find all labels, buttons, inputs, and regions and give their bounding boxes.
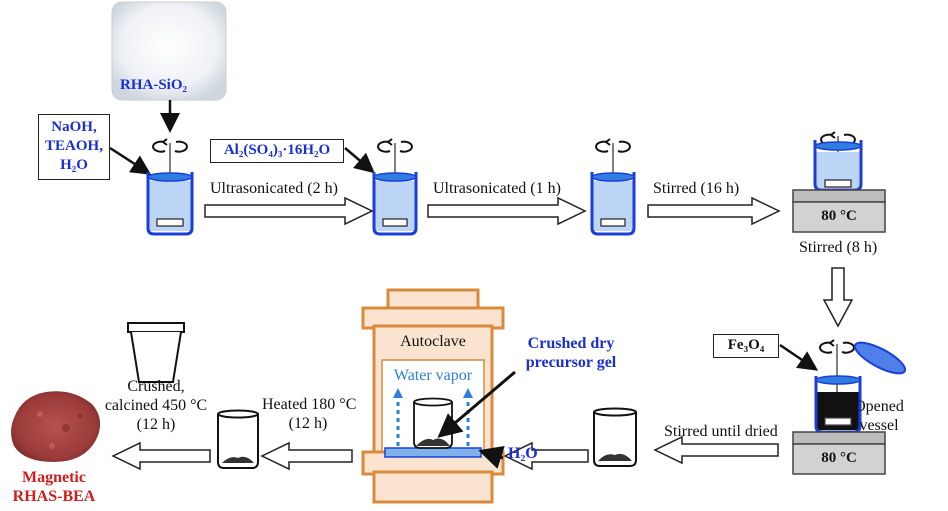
step-stirred-16h: Stirred (16 h) [653, 180, 740, 197]
magnetite-label: Fe₃O₄ [727, 337, 765, 353]
opened-vessel-label: Opened vessel [844, 397, 914, 435]
alumina-arrow [344, 147, 375, 174]
crushed-gel-label: Crushed dry precursor gel [508, 334, 634, 372]
crucible [127, 322, 185, 383]
naoh-label: NaOH, [51, 119, 97, 135]
flow-arrow-2 [427, 196, 587, 226]
heated-label: Heated 180 °C (12 h) [262, 395, 357, 433]
step-ultrasonicated-2h: Ultrasonicated (2 h) [210, 180, 338, 197]
flow-arrow-7 [260, 441, 353, 471]
step-stirred-until-dried: Stirred until dried [664, 423, 778, 440]
flow-arrow-5 [653, 435, 779, 465]
vessel-lid [853, 341, 907, 375]
base-reagent-box: NaOH, TEAOH, H₂O [38, 114, 110, 180]
crushed-gel-line-1: Crushed dry [527, 335, 615, 352]
water-label: H₂O [60, 157, 88, 173]
teaoh-label: TEAOH, [45, 138, 103, 154]
autoclave [361, 288, 505, 504]
flow-arrow-3 [647, 196, 781, 226]
step-ultrasonicated-1h: Ultrasonicated (1 h) [433, 180, 561, 197]
water-vapor-label: Water vapor [393, 367, 473, 384]
autoclave-label: Autoclave [400, 333, 466, 350]
calcined-line-3: (12 h) [136, 416, 176, 433]
magnetite-arrow [779, 343, 819, 371]
beaker-3 [590, 138, 636, 236]
beaker-dried-gel [593, 407, 637, 467]
step-stirred-8h: Stirred (8 h) [799, 239, 878, 256]
flow-arrow-6 [503, 441, 589, 471]
flow-arrow-8 [111, 441, 211, 471]
calcined-label: Crushed, calcined 450 °C (12 h) [96, 377, 216, 434]
opened-vessel-line-1: Opened [854, 398, 904, 415]
base-arrow [109, 146, 152, 175]
hotplate-1-temp: 80 °C [821, 208, 857, 224]
water-callout-arrow [478, 445, 505, 469]
hotplate-1 [792, 131, 886, 233]
product-line-2: RHAS-BEA [12, 488, 96, 505]
calcined-line-1: Crushed, [127, 378, 185, 395]
crushed-gel-line-2: precursor gel [525, 354, 617, 371]
alumina-label: Al₂(SO₄)₃·16H₂O [223, 142, 331, 158]
opened-vessel-line-2: vessel [859, 417, 899, 434]
hotplate-2-temp: 80 °C [821, 450, 857, 466]
beaker-2 [372, 138, 418, 236]
hotplate-2 [792, 339, 907, 475]
calcined-line-2: calcined 450 °C [104, 397, 208, 414]
gel-callout-arrow [437, 370, 516, 438]
product-label: Magnetic RHAS-BEA [2, 468, 106, 506]
water-input-label: H₂O [508, 445, 538, 462]
heated-line-1: Heated 180 °C [262, 396, 357, 413]
flow-arrow-4 [822, 267, 854, 328]
silica-label: RHA-SiO₂ [120, 77, 188, 93]
heated-line-2: (12 h) [288, 415, 328, 432]
beaker-heated [217, 409, 259, 469]
product-line-1: Magnetic [22, 469, 86, 486]
flow-arrow-1 [204, 196, 374, 226]
alumina-box: Al₂(SO₄)₃·16H₂O [210, 139, 344, 163]
product-photo [11, 391, 101, 462]
magnetite-box: Fe₃O₄ [713, 334, 779, 358]
beaker-1 [146, 138, 194, 236]
